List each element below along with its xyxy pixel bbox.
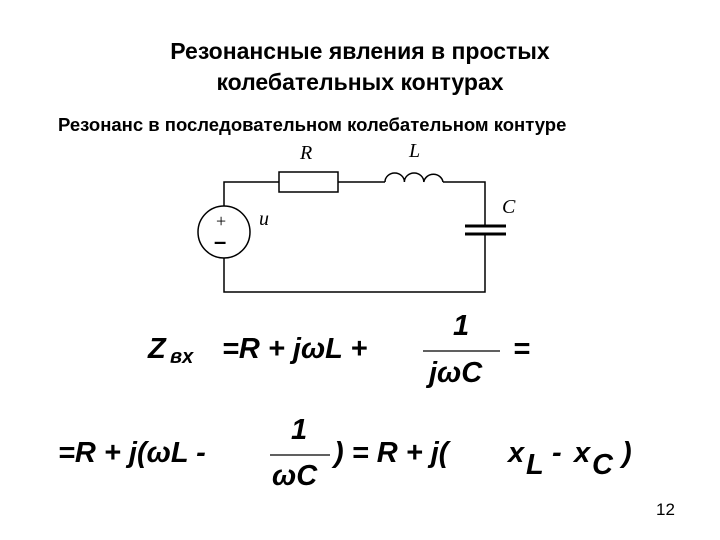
eq1-subscript: вх xyxy=(170,346,194,368)
slide-subtitle: Резонанс в последовательном колебательно… xyxy=(58,114,567,135)
eq2-mid: ) = R + j( xyxy=(334,437,449,469)
label-R: R xyxy=(300,142,313,164)
eq2-xL-subscript: L xyxy=(526,449,544,481)
eq2-xC: x xyxy=(574,437,591,469)
eq1-numerator: 1 xyxy=(453,310,470,342)
eq2-numerator: 1 xyxy=(291,414,308,446)
page-number: 12 xyxy=(656,500,675,519)
inductor xyxy=(384,172,444,183)
title-line-1: Резонансные явления в простых xyxy=(170,38,550,64)
eq2-close: ) xyxy=(622,437,632,469)
minus-sign: – xyxy=(214,229,227,254)
voltage-source xyxy=(197,205,251,259)
eq2-lhs: =R + j(ωL - xyxy=(58,437,206,469)
eq1-equals: = xyxy=(513,333,530,365)
eq1-rhs: =R + jωL + xyxy=(222,333,368,365)
resistor xyxy=(278,171,339,193)
plus-sign: + xyxy=(216,211,227,231)
eq2-xL: x xyxy=(508,437,525,469)
eq2-denominator: ωC xyxy=(272,460,318,492)
slide-title: Резонансные явления в простых колебатель… xyxy=(0,36,720,98)
label-u: u xyxy=(259,208,269,230)
eq1-Z: Z xyxy=(148,333,166,365)
circuit-wires xyxy=(223,181,486,293)
eq2-minus: - xyxy=(552,437,562,469)
eq2-xC-subscript: C xyxy=(592,449,613,481)
label-L: L xyxy=(409,140,421,162)
title-line-2: колебательных контурах xyxy=(216,69,504,95)
eq1-denominator: jωC xyxy=(429,357,483,389)
label-C: C xyxy=(502,196,516,218)
